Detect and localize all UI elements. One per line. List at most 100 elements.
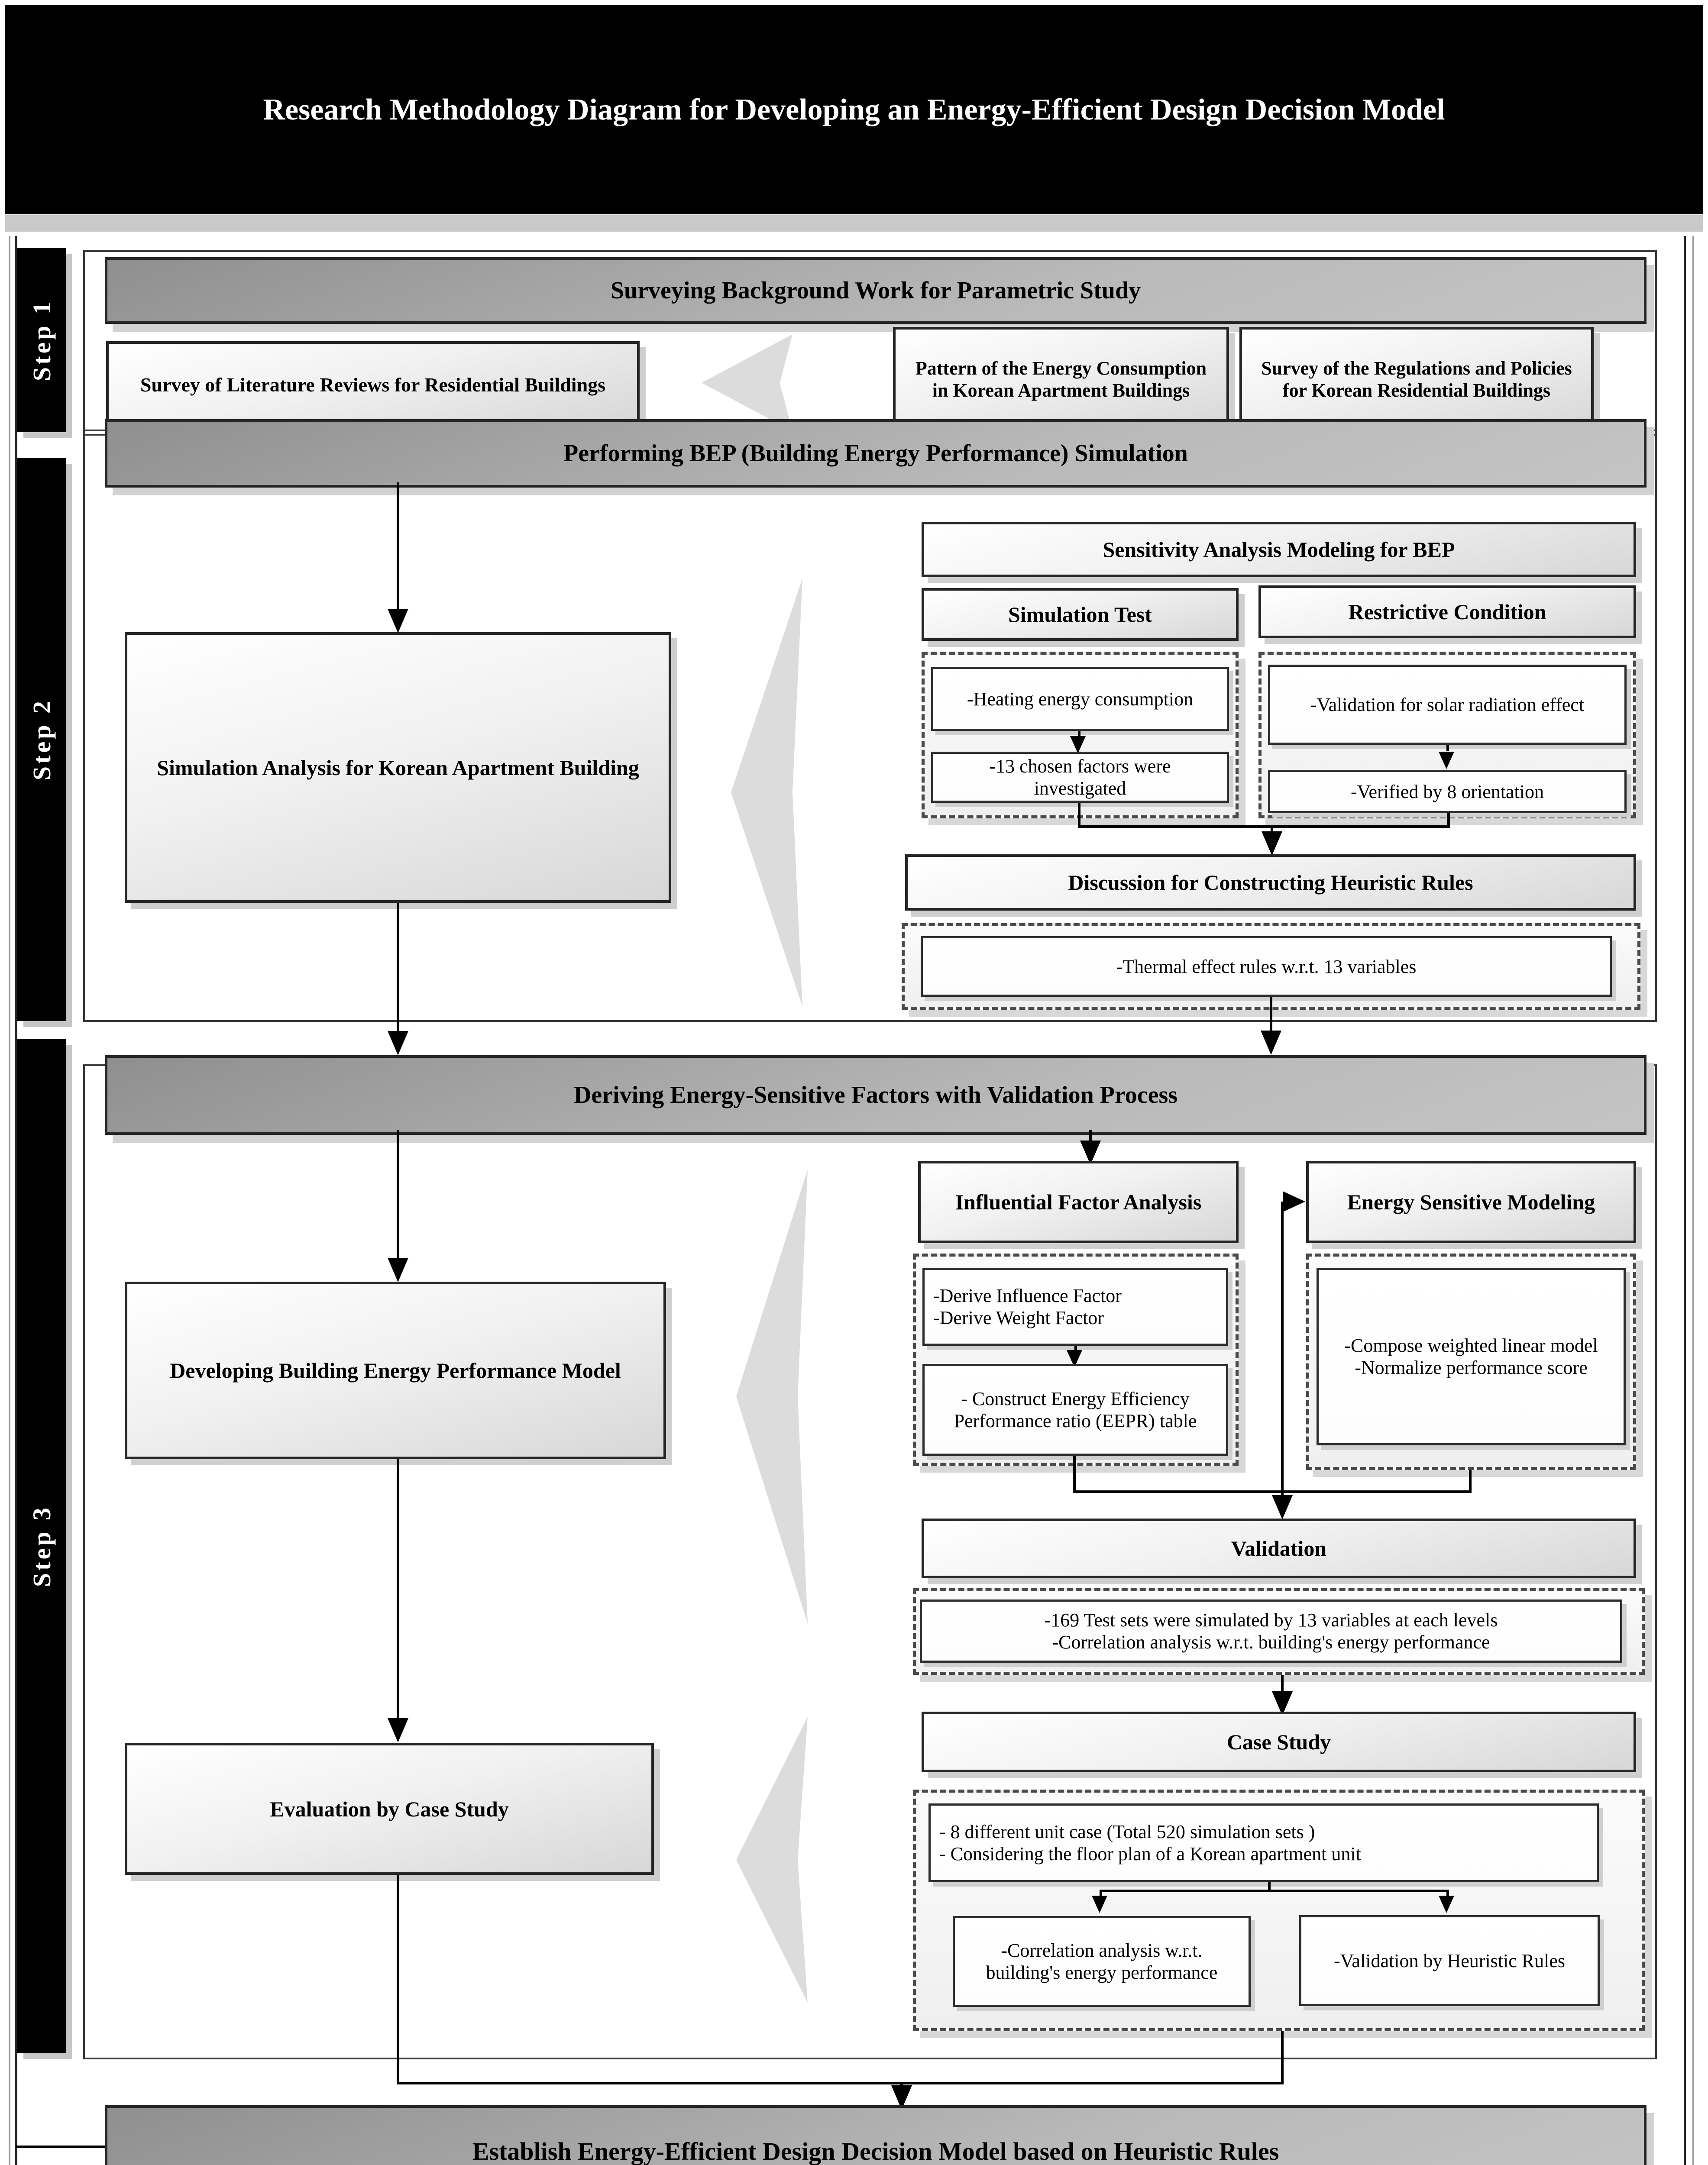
developing-model-label: Developing Building Energy Performance M… <box>170 1358 621 1383</box>
validation-item2-label: -Correlation analysis w.r.t. building's … <box>1052 1632 1490 1653</box>
flow-line <box>1268 1882 1271 1892</box>
developing-model-box: Developing Building Energy Performance M… <box>125 1282 666 1459</box>
correlation-analysis-box: -Correlation analysis w.r.t. building's … <box>953 1916 1251 2007</box>
simulation-analysis-label: Simulation Analysis for Korean Apartment… <box>157 755 639 780</box>
flow-line <box>1073 1490 1283 1493</box>
flow-line <box>1100 1890 1449 1892</box>
flow-line <box>1100 1890 1102 1897</box>
flow-line <box>1446 745 1449 751</box>
step2-bar: Step 2 <box>17 458 66 1021</box>
step2-header: Performing BEP (Building Energy Performa… <box>105 419 1647 488</box>
step1-header-label: Surveying Background Work for Parametric… <box>610 277 1141 304</box>
flow-line <box>1446 1890 1449 1897</box>
simulation-test-label: Simulation Test <box>1008 602 1152 627</box>
discussion-label: Discussion for Constructing Heuristic Ru… <box>1068 870 1473 895</box>
arrow-down-icon <box>1092 1896 1107 1913</box>
validation-item1-label: -169 Test sets were simulated by 13 vari… <box>1044 1609 1498 1631</box>
thermal-rules-item: -Thermal effect rules w.r.t. 13 variable… <box>921 936 1612 997</box>
energy-pattern-label: Pattern of the Energy Consumption in Kor… <box>915 358 1207 401</box>
thermal-rules-label: -Thermal effect rules w.r.t. 13 variable… <box>1116 956 1417 977</box>
flow-line <box>1281 1490 1472 1493</box>
flow-line <box>1281 1675 1284 1693</box>
restrictive-condition-label: Restrictive Condition <box>1348 600 1546 624</box>
heating-consumption-item: -Heating energy consumption <box>931 667 1229 731</box>
arrow-down-icon <box>1272 1495 1293 1519</box>
outer-right-rail <box>1684 236 1686 2165</box>
validation-label: Validation <box>1231 1536 1327 1561</box>
solar-validation-item: -Validation for solar radiation effect <box>1268 665 1627 745</box>
outer-left-rail <box>15 236 17 2165</box>
flow-line <box>1281 1490 1284 1497</box>
sensitivity-modeling-label: Sensitivity Analysis Modeling for BEP <box>1103 537 1455 562</box>
case-study-label: Case Study <box>1226 1730 1331 1754</box>
arrow-down-icon <box>388 1031 408 1055</box>
derive-factors-item: -Derive Influence Factor -Derive Weight … <box>922 1268 1228 1346</box>
flow-line <box>397 2082 1283 2084</box>
diagram-title-bar: Research Methodology Diagram for Develop… <box>5 5 1703 214</box>
validation-header: Validation <box>922 1519 1636 1578</box>
arrow-down-icon <box>1070 736 1086 753</box>
case-item2-label: - Considering the floor plan of a Korean… <box>939 1843 1361 1864</box>
diagram-title: Research Methodology Diagram for Develop… <box>263 93 1445 126</box>
arrow-down-icon <box>1080 1141 1101 1165</box>
evaluation-case-study-label: Evaluation by Case Study <box>270 1797 509 1821</box>
eepr-table-item: - Construct Energy Efficiency Performanc… <box>922 1364 1228 1456</box>
arrow-down-icon <box>388 1258 408 1282</box>
flow-line <box>1281 2031 1284 2084</box>
flow-line <box>397 903 399 1032</box>
arrow-down-icon <box>388 609 408 633</box>
flow-line <box>1078 731 1080 738</box>
flow-line <box>397 1130 399 1259</box>
step3-header: Deriving Energy-Sensitive Factors with V… <box>105 1055 1647 1135</box>
orientation-label: -Verified by 8 orientation <box>1351 781 1544 802</box>
flow-line <box>1469 1470 1472 1493</box>
flow-line <box>1074 1346 1077 1352</box>
heuristic-validation-box: -Validation by Heuristic Rules <box>1299 1915 1600 2006</box>
evaluation-case-study-box: Evaluation by Case Study <box>125 1743 654 1875</box>
sensitivity-modeling-header: Sensitivity Analysis Modeling for BEP <box>922 522 1636 577</box>
survey-literature-box: Survey of Literature Reviews for Residen… <box>106 341 640 428</box>
derive-influence-label: -Derive Influence Factor <box>933 1285 1122 1306</box>
influential-factor-label: Influential Factor Analysis <box>955 1190 1202 1214</box>
outer-left-rail-light <box>9 236 10 2165</box>
step1-bar: Step 1 <box>17 248 66 432</box>
simulation-test-header: Simulation Test <box>922 588 1239 641</box>
influential-factor-header: Influential Factor Analysis <box>918 1161 1239 1243</box>
chosen-factors-label: -13 chosen factors were investigated <box>989 756 1171 799</box>
normalize-score-label: -Normalize performance score <box>1355 1357 1588 1378</box>
step3-header-label: Deriving Energy-Sensitive Factors with V… <box>573 1082 1178 1108</box>
title-shadow-strip <box>5 215 1703 232</box>
arrow-down-icon <box>388 1718 408 1742</box>
energy-pattern-box: Pattern of the Energy Consumption in Kor… <box>893 327 1229 432</box>
regulations-box: Survey of the Regulations and Policies f… <box>1239 327 1594 432</box>
flow-line <box>397 1875 399 2084</box>
flow-line <box>1281 1202 1284 1493</box>
flow-line <box>1271 825 1273 833</box>
correlation-analysis-label: -Correlation analysis w.r.t. building's … <box>986 1940 1218 1983</box>
case-study-items: - 8 different unit case (Total 520 simul… <box>928 1803 1599 1882</box>
flow-line <box>1089 1130 1092 1142</box>
eepr-table-label: - Construct Energy Efficiency Performanc… <box>954 1388 1197 1431</box>
regulations-label: Survey of the Regulations and Policies f… <box>1261 358 1572 401</box>
case-item1-label: - 8 different unit case (Total 520 simul… <box>939 1821 1315 1842</box>
survey-literature-label: Survey of Literature Reviews for Residen… <box>140 373 606 396</box>
discussion-header: Discussion for Constructing Heuristic Ru… <box>905 854 1636 911</box>
heuristic-validation-label: -Validation by Heuristic Rules <box>1333 1950 1565 1971</box>
flow-line <box>1073 1456 1076 1493</box>
flow-line <box>1270 997 1272 1031</box>
step2-header-label: Performing BEP (Building Energy Performa… <box>563 440 1188 467</box>
compose-model-label: -Compose weighted linear model <box>1344 1335 1598 1356</box>
validation-items: -169 Test sets were simulated by 13 vari… <box>920 1600 1622 1663</box>
flow-line <box>397 1459 399 1719</box>
arrow-down-icon <box>1439 752 1454 769</box>
restrictive-condition-header: Restrictive Condition <box>1258 585 1636 638</box>
arrow-down-icon <box>1439 1896 1454 1913</box>
flow-line <box>1078 803 1080 828</box>
derive-weight-label: -Derive Weight Factor <box>933 1307 1104 1328</box>
flow-line <box>397 482 399 610</box>
step1-header: Surveying Background Work for Parametric… <box>105 257 1647 324</box>
outer-right-rail-light <box>1692 236 1694 2165</box>
orientation-item: -Verified by 8 orientation <box>1268 770 1627 813</box>
arrow-right-icon <box>1283 1191 1305 1212</box>
